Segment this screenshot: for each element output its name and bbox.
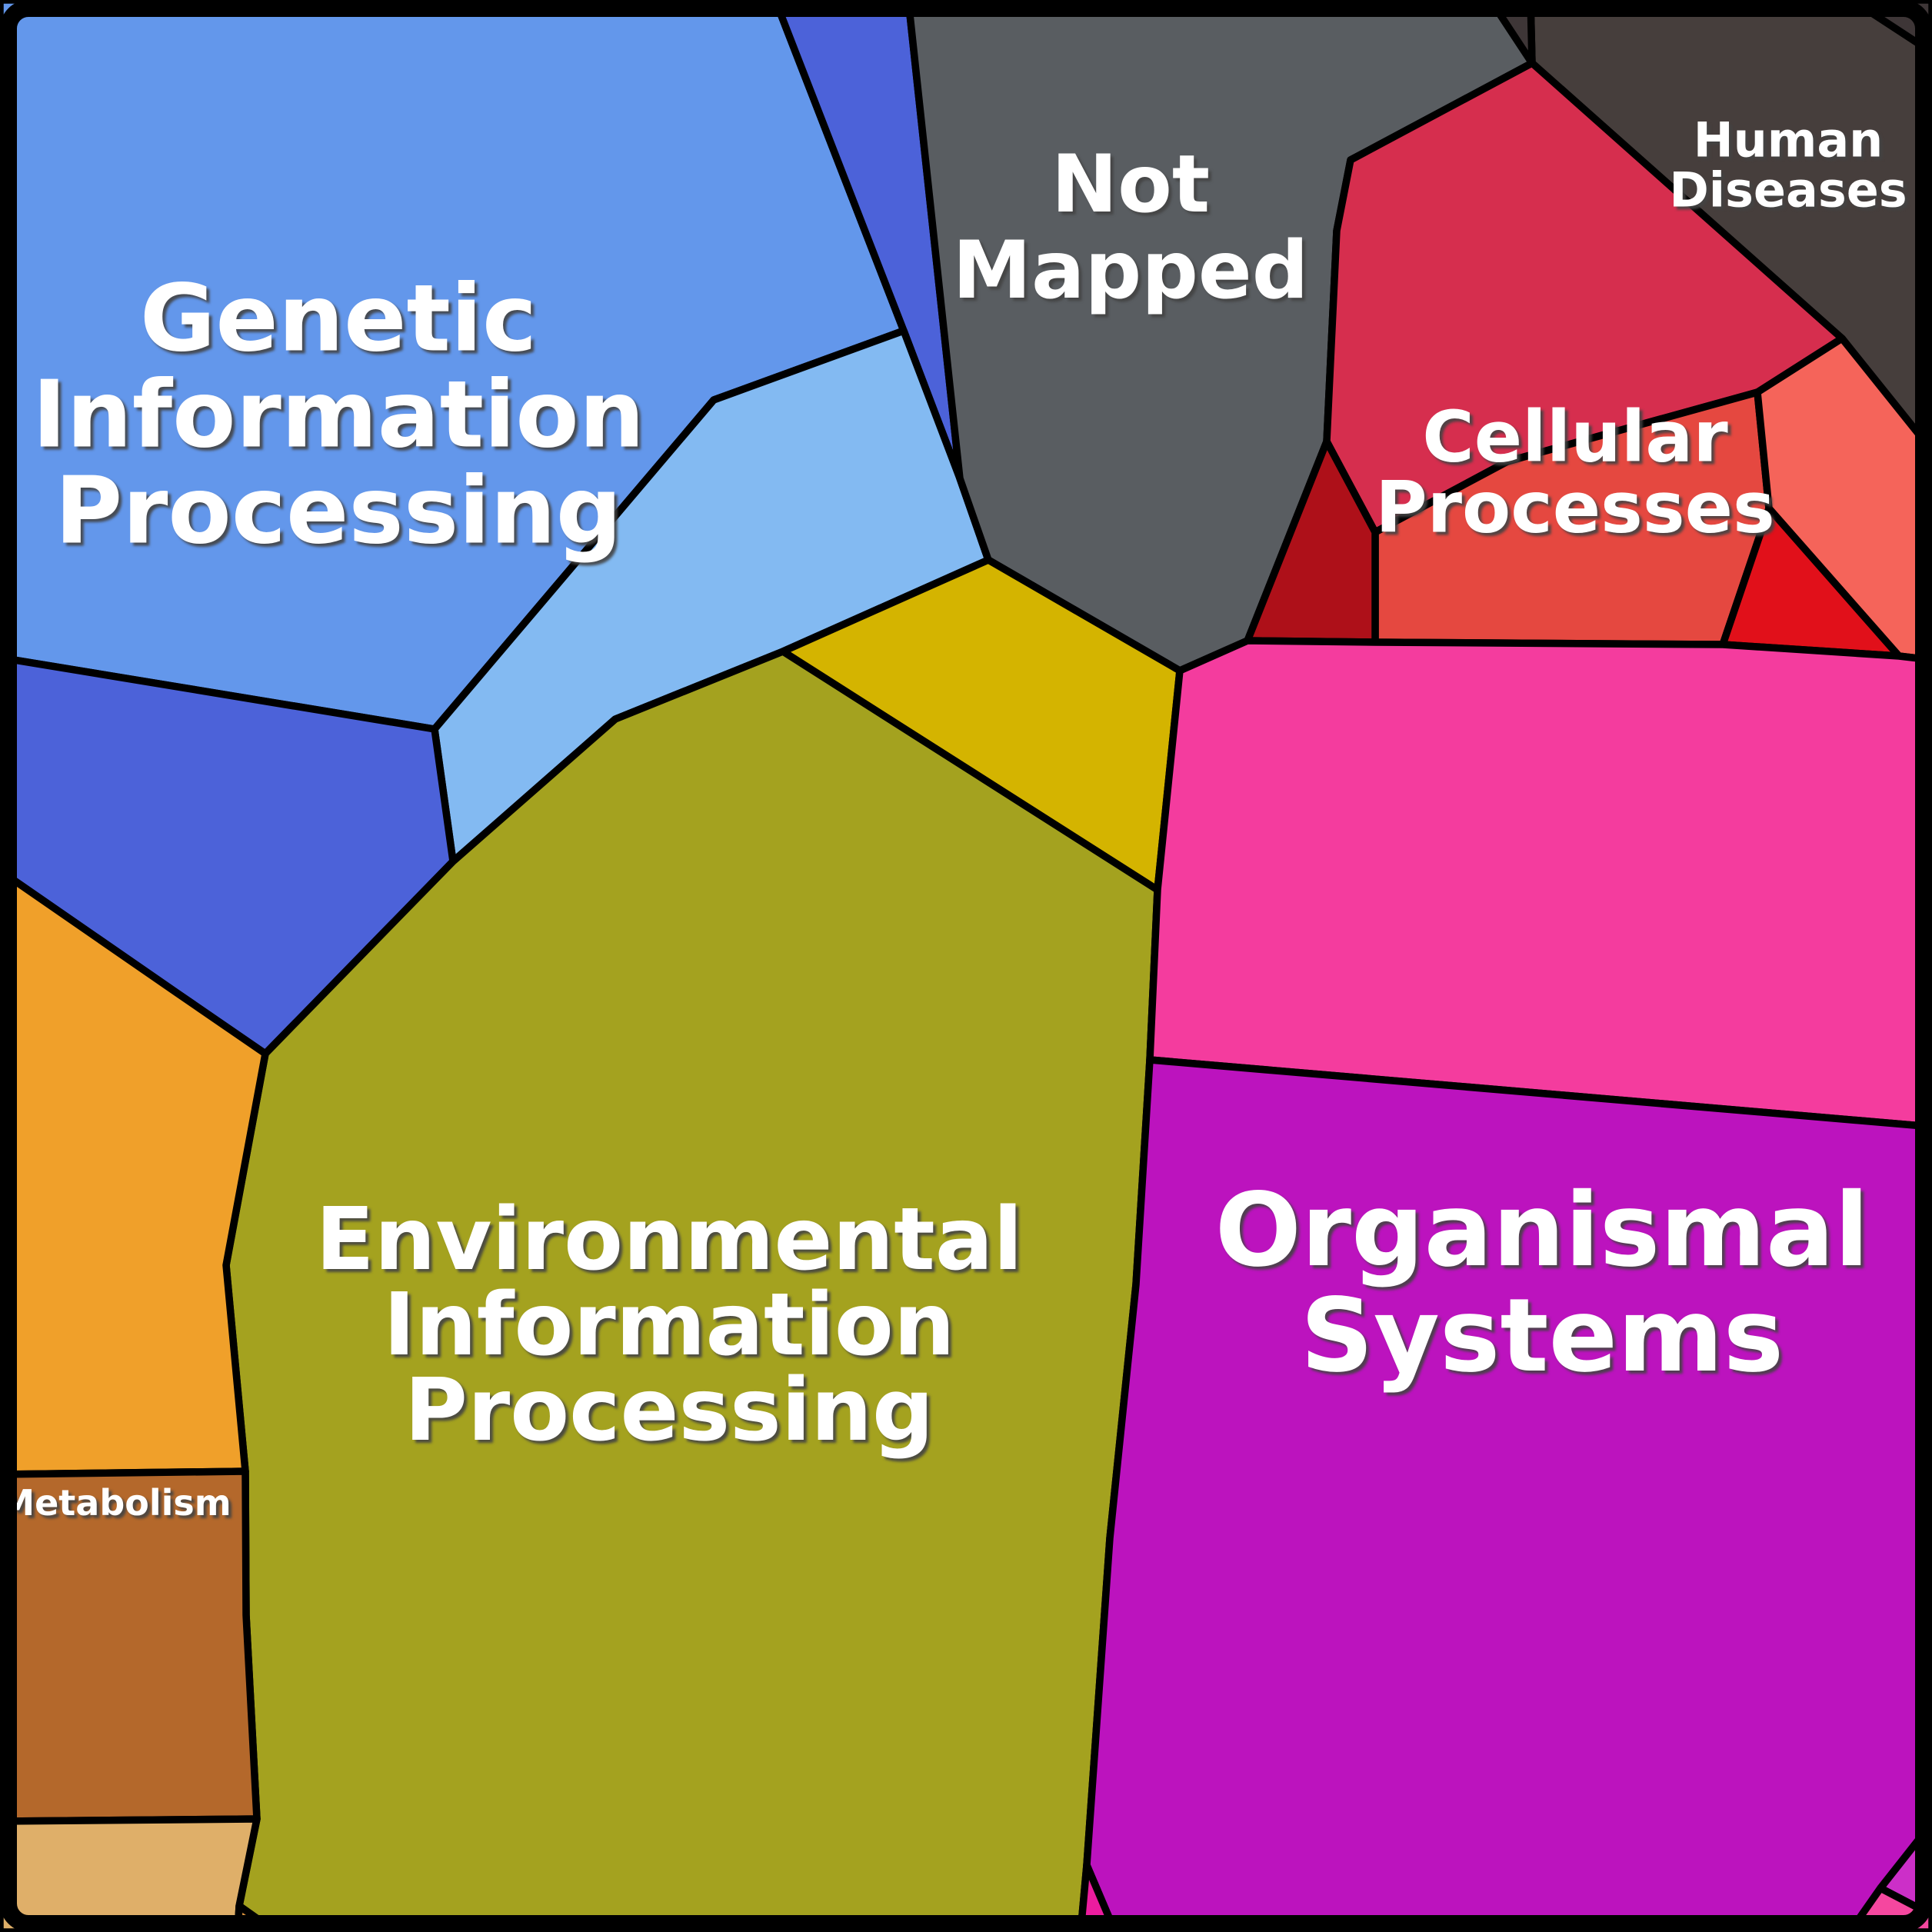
region-metabolism-tan[interactable] [0, 1815, 261, 1932]
label-metabolism: Metabolism [0, 1482, 232, 1524]
region-metabolism-orange[interactable] [0, 867, 269, 1478]
region-metabolism-brown[interactable] [0, 1467, 261, 1825]
region-organismal-pink[interactable] [1146, 637, 1932, 1131]
region-organismal-main[interactable] [1083, 1056, 1932, 1932]
